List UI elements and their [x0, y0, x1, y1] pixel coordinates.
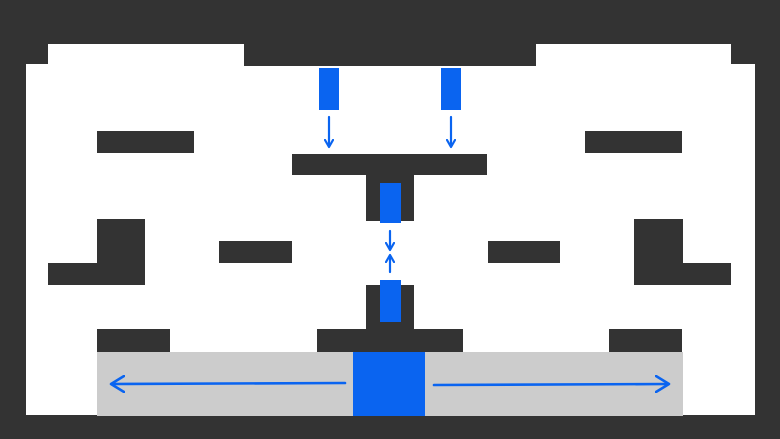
wall-left-l-shape — [48, 219, 145, 285]
floor-area — [26, 44, 755, 415]
wall-left-upper — [97, 131, 194, 153]
wall-center-t-bar — [292, 154, 487, 175]
block-top-right — [441, 68, 461, 110]
block-center-lower — [380, 280, 401, 322]
block-top-left — [319, 68, 339, 110]
arrow-bottom-right — [432, 384, 668, 385]
wall-right-l-shape — [634, 219, 731, 285]
arrow-bottom-left — [112, 383, 347, 384]
block-center-upper — [380, 183, 401, 223]
wall-left-mid — [219, 241, 292, 263]
wall-right-upper — [585, 131, 682, 153]
wall-right-lower — [609, 329, 682, 352]
arrows — [112, 115, 668, 385]
wall-left-lower — [97, 329, 170, 352]
wall-center-lower-bar — [317, 329, 463, 352]
block-bottom-large — [353, 352, 425, 416]
blocks — [319, 68, 461, 416]
wall-right-mid — [488, 241, 560, 263]
